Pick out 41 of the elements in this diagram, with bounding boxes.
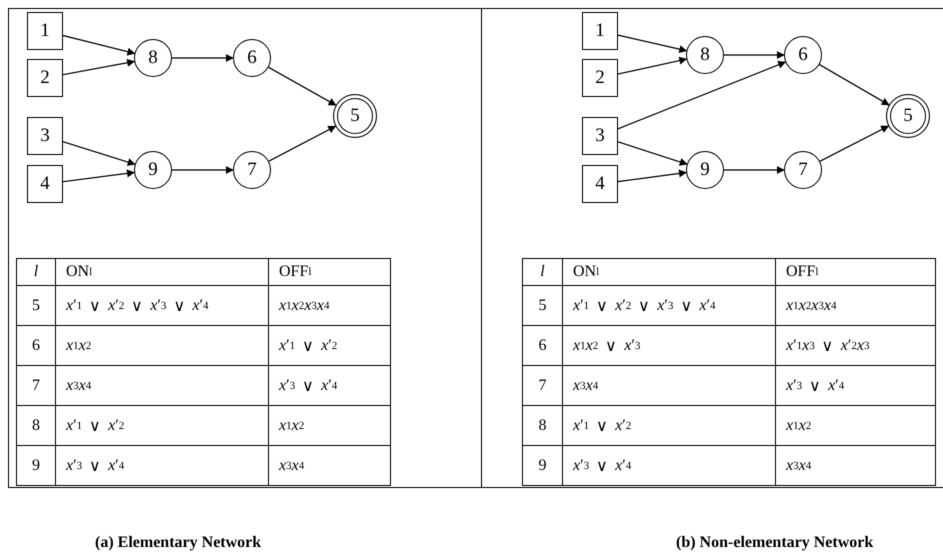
arrow [62, 169, 135, 182]
input-box: 1 [27, 12, 63, 50]
arrow [724, 166, 785, 174]
gate-circle: 9 [686, 151, 724, 189]
arrow [724, 51, 785, 59]
gate-circle: 8 [134, 39, 172, 77]
caption: (b) Non-elementary Network [676, 534, 874, 552]
input-box: 2 [582, 59, 618, 97]
arrow [618, 170, 687, 182]
input-box: 1 [582, 12, 618, 50]
gate-circle: 6 [233, 39, 271, 77]
arrow [62, 141, 136, 166]
arrow [618, 141, 688, 166]
arrow [268, 126, 336, 162]
arrow [62, 58, 136, 76]
arrow [618, 56, 688, 75]
arrow [172, 54, 234, 62]
gate-circle: 7 [233, 151, 271, 189]
input-box: 2 [27, 59, 63, 97]
gate-circle: 8 [686, 36, 724, 74]
output-double-circle: 5 [886, 94, 930, 138]
table-cell: 9 [16, 445, 56, 486]
arrow [172, 166, 234, 174]
arrow [618, 61, 786, 130]
arrow [618, 34, 688, 54]
input-box: 4 [582, 165, 618, 203]
arrow [268, 66, 337, 106]
table-cell: 9 [522, 445, 563, 486]
table-cell: l [16, 258, 56, 286]
table-cell: l [522, 258, 563, 286]
gate-circle: 9 [134, 151, 172, 189]
arrow [820, 126, 890, 162]
input-box: 4 [27, 165, 63, 203]
arrow [62, 34, 136, 56]
arrow [819, 64, 890, 106]
caption: (a) Elementary Network [95, 534, 262, 552]
input-box: 3 [582, 117, 618, 155]
output-double-circle: 5 [333, 94, 377, 138]
input-box: 3 [27, 117, 63, 155]
gate-circle: 6 [784, 36, 822, 74]
gate-circle: 7 [784, 151, 822, 189]
